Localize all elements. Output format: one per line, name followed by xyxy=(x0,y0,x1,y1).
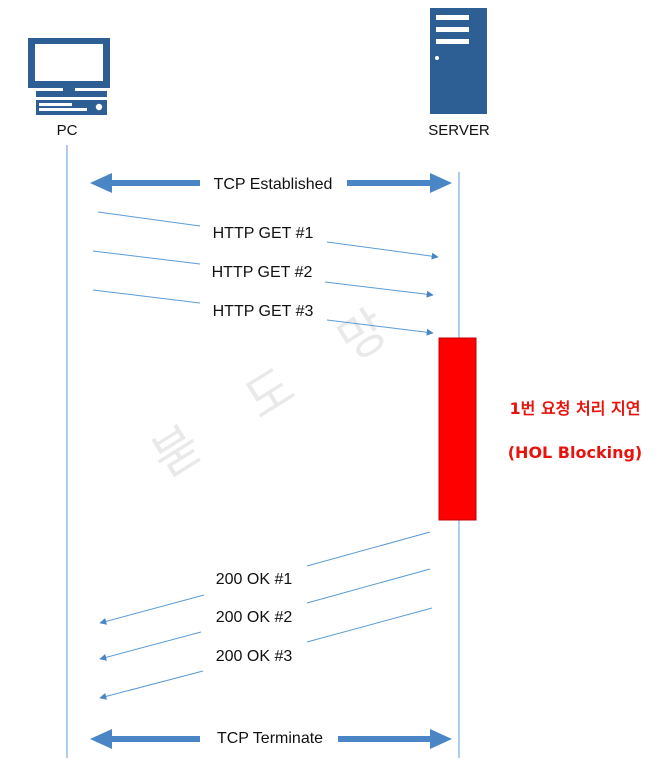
ok-1-label: 200 OK #1 xyxy=(216,571,293,588)
ok-2-arrow xyxy=(99,568,431,661)
server-label: SERVER xyxy=(428,122,490,139)
annotation-line-2: (HOL Blocking) xyxy=(508,443,643,462)
http-get-2-label: HTTP GET #2 xyxy=(212,264,313,281)
tcp-established-label: TCP Established xyxy=(214,176,333,193)
annotation-line-1: 1번 요청 처리 지연 xyxy=(510,399,641,418)
watermark-char-1: 붇 xyxy=(142,415,212,489)
http-get-2-arrow xyxy=(92,250,434,298)
tcp-terminate-arrow xyxy=(90,729,452,749)
server-tower-icon xyxy=(430,8,487,114)
hol-blocking-bar xyxy=(438,337,477,521)
ok-2-label: 200 OK #2 xyxy=(216,609,293,626)
ok-3-arrow xyxy=(99,607,433,700)
watermark: 붇 도 망 xyxy=(142,299,398,489)
desktop-pc-icon xyxy=(28,38,110,115)
http-get-3-arrow xyxy=(92,289,434,336)
http-get-1-label: HTTP GET #1 xyxy=(213,225,314,242)
tcp-terminate-label: TCP Terminate xyxy=(217,730,323,747)
http-get-3-label: HTTP GET #3 xyxy=(213,303,314,320)
ok-3-label: 200 OK #3 xyxy=(216,648,293,665)
ok-1-arrow xyxy=(99,531,431,625)
tcp-established-arrow xyxy=(90,173,452,193)
client-label: PC xyxy=(57,122,78,139)
watermark-char-3: 망 xyxy=(328,299,398,373)
watermark-char-2: 도 xyxy=(235,357,305,431)
http-get-1-arrow xyxy=(97,211,439,260)
